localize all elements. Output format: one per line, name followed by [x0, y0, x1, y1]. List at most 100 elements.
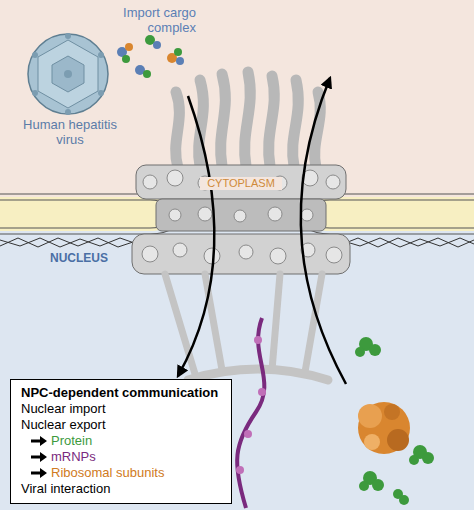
nuclear-pore-complex: [270, 248, 286, 264]
nuclear-pore-complex: [326, 247, 342, 263]
mrnp-strand: [237, 318, 264, 508]
nuclear-pore-complex: [143, 175, 157, 189]
mrnp-strand: [258, 388, 266, 396]
import-cargo: [117, 35, 184, 78]
ribosomal-subunit: [359, 481, 369, 491]
mrnp-strand: [254, 336, 262, 344]
cargo-label: Import cargo complex: [98, 6, 196, 36]
virus-capsid: [28, 34, 108, 114]
nuclear-envelope: [0, 200, 171, 228]
nuclear-basket: [165, 274, 195, 374]
nuclear-pore-complex: [326, 175, 340, 189]
nuclear-pore-complex: [136, 165, 346, 199]
box-item: Viral interaction: [21, 481, 221, 497]
compartment-label: CYTOPLASM: [200, 177, 282, 190]
nuclear-pore-complex: [239, 245, 253, 259]
nuclear-basket: [165, 274, 328, 380]
nuclear-pore-complex: [173, 243, 187, 257]
box-item: Nuclear import: [21, 401, 221, 417]
box-heading: NPC-dependent communication: [21, 385, 221, 401]
mrnp-strand: [244, 430, 252, 438]
ribosomal-subunit: [399, 495, 409, 505]
bullet-arrow: [31, 436, 47, 446]
box-item: Protein: [21, 433, 221, 449]
compartment-background: [0, 200, 474, 510]
import-cargo: [143, 70, 151, 78]
nuclear-pore-complex: [132, 165, 350, 274]
transport-arrow: [178, 78, 346, 384]
cytoplasmic-filaments: [221, 74, 226, 166]
ribosomal-subunit: [369, 344, 381, 356]
virus-capsid: [98, 90, 104, 96]
cytoplasmic-filaments: [176, 92, 180, 168]
box-item: Nuclear export: [21, 417, 221, 433]
ribosome: [358, 402, 410, 454]
nuclear-lamina: [0, 238, 142, 247]
ribosome: [384, 404, 400, 420]
bullet-arrow: [31, 452, 47, 462]
bullet-arrow: [31, 468, 47, 478]
nuclear-pore-complex: [234, 210, 246, 222]
bullet-arrow: [31, 436, 47, 446]
transport-arrow: [301, 78, 346, 384]
nuclear-pore-complex: [142, 246, 158, 262]
ribosomal-subunit: [409, 455, 419, 465]
compartment-background: [0, 0, 474, 200]
box-item: mRNPs: [21, 449, 221, 465]
ribosome: [358, 402, 410, 454]
nuclear-pore-complex: [167, 170, 183, 186]
nuclear-envelope: [0, 194, 474, 234]
ribosome: [387, 429, 409, 451]
cytoplasmic-filaments: [269, 76, 275, 166]
legend-box: NPC-dependent communicationNuclear impor…: [10, 379, 232, 504]
ribosomal-subunit: [422, 452, 434, 464]
ribosome: [364, 434, 380, 450]
nuclear-pore-complex: [142, 170, 342, 264]
mrnp-strand: [236, 318, 266, 508]
virus-capsid: [38, 40, 98, 108]
ribosomal-subunit: [355, 347, 365, 357]
ribosomal-subunit: [372, 479, 384, 491]
bullet-arrow: [31, 452, 47, 462]
cytoplasmic-filaments: [293, 80, 299, 166]
nuclear-envelope: [304, 197, 474, 231]
transport-arrow: [178, 96, 215, 376]
cytoplasmic-filaments: [199, 80, 204, 166]
nuclear-lamina: [338, 238, 474, 247]
box-item: Ribosomal subunits: [21, 465, 221, 481]
virus-capsid: [64, 70, 72, 78]
import-cargo: [153, 41, 161, 49]
compartment-label: NUCLEUS: [50, 252, 130, 266]
virus-capsid: [65, 33, 71, 39]
nuclear-pore-complex: [169, 209, 181, 221]
virus-capsid: [32, 33, 104, 115]
import-cargo: [122, 55, 130, 63]
virus-capsid: [98, 52, 104, 58]
virus-capsid: [28, 33, 108, 115]
bullet-arrow: [31, 468, 47, 478]
nuclear-pore-complex: [268, 207, 282, 221]
mrnp-strand: [236, 336, 266, 474]
virus-capsid: [65, 109, 71, 115]
ribosomal-subunit: [355, 337, 434, 505]
virus-capsid: [32, 52, 38, 58]
nuclear-pore-complex: [132, 234, 350, 274]
nuclear-pore-complex: [301, 209, 313, 221]
import-cargo: [174, 48, 182, 56]
nuclear-envelope: [0, 197, 176, 231]
import-cargo: [125, 43, 133, 51]
nuclear-basket: [272, 274, 280, 370]
nuclear-pore-complex: [198, 207, 212, 221]
ribosome: [358, 404, 382, 428]
cytoplasmic-filaments: [176, 72, 321, 168]
mrnp-strand: [236, 466, 244, 474]
virus-capsid: [52, 56, 84, 92]
virus-label: Human hepatitis virus: [14, 118, 126, 148]
nuclear-envelope: [309, 200, 474, 228]
nuclear-basket: [205, 274, 222, 370]
virus-capsid: [32, 90, 38, 96]
nuclear-envelope: [0, 194, 180, 234]
cytoplasmic-filaments: [245, 72, 251, 166]
